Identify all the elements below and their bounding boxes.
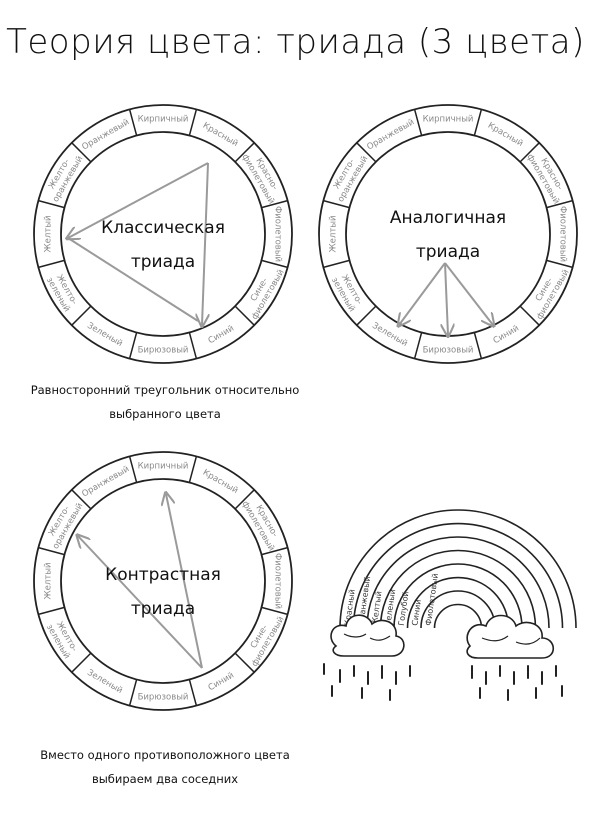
- segment-divider: [188, 456, 198, 483]
- caption-line-2: выбираем два соседних: [91, 772, 239, 786]
- rainbow-arc: [339, 509, 577, 629]
- segment-label-tq: Бирюзовый: [138, 346, 189, 356]
- rainbow-arc: [406, 576, 510, 629]
- segment-divider: [71, 489, 92, 510]
- rainbow-arc: [366, 536, 550, 629]
- segment-divider: [234, 489, 255, 510]
- cloud-left-icon: [330, 614, 405, 657]
- wheel-inner-ring: [60, 131, 266, 337]
- segment-label-br: Кирпичный: [138, 462, 189, 472]
- segment-divider: [473, 109, 483, 136]
- rainbow-arc: [379, 549, 537, 629]
- segment-label-tq: Бирюзовый: [138, 693, 189, 703]
- segment-divider: [234, 652, 255, 673]
- rainbow-arc: [352, 522, 564, 629]
- wheel-center-title: Классическая триада: [32, 211, 294, 279]
- caption-line-2: выбранного цвета: [109, 407, 221, 421]
- center-line-1: Контрастная: [105, 565, 221, 585]
- segment-divider: [356, 142, 377, 163]
- rainbow-arc: [433, 603, 483, 629]
- center-line-2: триада: [415, 242, 481, 262]
- segment-divider: [413, 332, 423, 359]
- rainbow-arcs: [339, 509, 577, 629]
- segment-divider: [128, 109, 138, 136]
- classic-caption: Равносторонний треугольник относительно …: [20, 378, 310, 426]
- rainbow-arc: [393, 563, 523, 629]
- analog-fan-arrows: [317, 262, 579, 365]
- segment-label-br: Кирпичный: [138, 115, 189, 125]
- segment-divider: [71, 142, 92, 163]
- center-line-1: Классическая: [101, 218, 225, 238]
- segment-divider: [128, 332, 138, 359]
- segment-divider: [413, 109, 423, 136]
- segment-label-v: Фиолетовый: [273, 553, 283, 609]
- segment-divider: [234, 305, 255, 326]
- rainbow-arc: [420, 590, 496, 629]
- segment-divider: [519, 142, 540, 163]
- segment-divider: [473, 332, 483, 359]
- segment-divider: [38, 546, 65, 556]
- segment-divider: [38, 606, 65, 616]
- segment-divider: [128, 456, 138, 483]
- classic-triangle-arrows: [32, 162, 294, 365]
- wheel-center-title: Аналогичная триада: [317, 201, 579, 269]
- center-line-1: Аналогичная: [389, 208, 507, 228]
- contrast-triangle-arrows: [32, 450, 203, 669]
- contrast-caption: Вместо одного противоположного цвета выб…: [20, 743, 310, 791]
- segment-divider: [261, 259, 288, 269]
- segment-divider: [323, 199, 350, 209]
- segment-divider: [38, 259, 65, 269]
- segment-label-v: Фиолетовый: [273, 206, 283, 262]
- center-line-2: триада: [130, 599, 196, 619]
- segment-divider: [261, 546, 288, 556]
- segment-divider: [38, 199, 65, 209]
- segment-divider: [519, 305, 540, 326]
- wheel-inner-ring: [60, 478, 266, 684]
- segment-divider: [71, 305, 92, 326]
- rain-drops: [323, 663, 563, 701]
- cloud-right-icon: [466, 614, 555, 659]
- segment-divider: [546, 259, 573, 269]
- segment-divider: [261, 199, 288, 209]
- segment-label-v: Фиолетовый: [558, 206, 568, 262]
- segment-divider: [71, 652, 92, 673]
- caption-line-1: Равносторонний треугольник относительно: [30, 383, 300, 397]
- segment-label-y: Желтый: [44, 562, 54, 599]
- caption-line-1: Вместо одного противоположного цвета: [40, 748, 290, 762]
- rainbow-label: Синий: [410, 599, 423, 626]
- segment-divider: [356, 305, 377, 326]
- wheel-center-title: Контрастная триада: [32, 558, 294, 626]
- segment-divider: [128, 679, 138, 706]
- center-line-2: триада: [130, 252, 196, 272]
- segment-divider: [188, 109, 198, 136]
- segment-divider: [323, 259, 350, 269]
- segment-label-y: Желтый: [44, 215, 54, 252]
- page-title: Теория цвета: триада (3 цвета): [6, 22, 585, 62]
- segment-divider: [188, 679, 198, 706]
- segment-divider: [188, 332, 198, 359]
- segment-label-y: Желтый: [329, 215, 339, 252]
- segment-divider: [234, 142, 255, 163]
- rainbow-label: Фиолетовый: [424, 573, 440, 627]
- segment-label-br: Кирпичный: [423, 115, 474, 125]
- segment-divider: [546, 199, 573, 209]
- segment-divider: [261, 606, 288, 616]
- segment-label-tq: Бирюзовый: [423, 346, 474, 356]
